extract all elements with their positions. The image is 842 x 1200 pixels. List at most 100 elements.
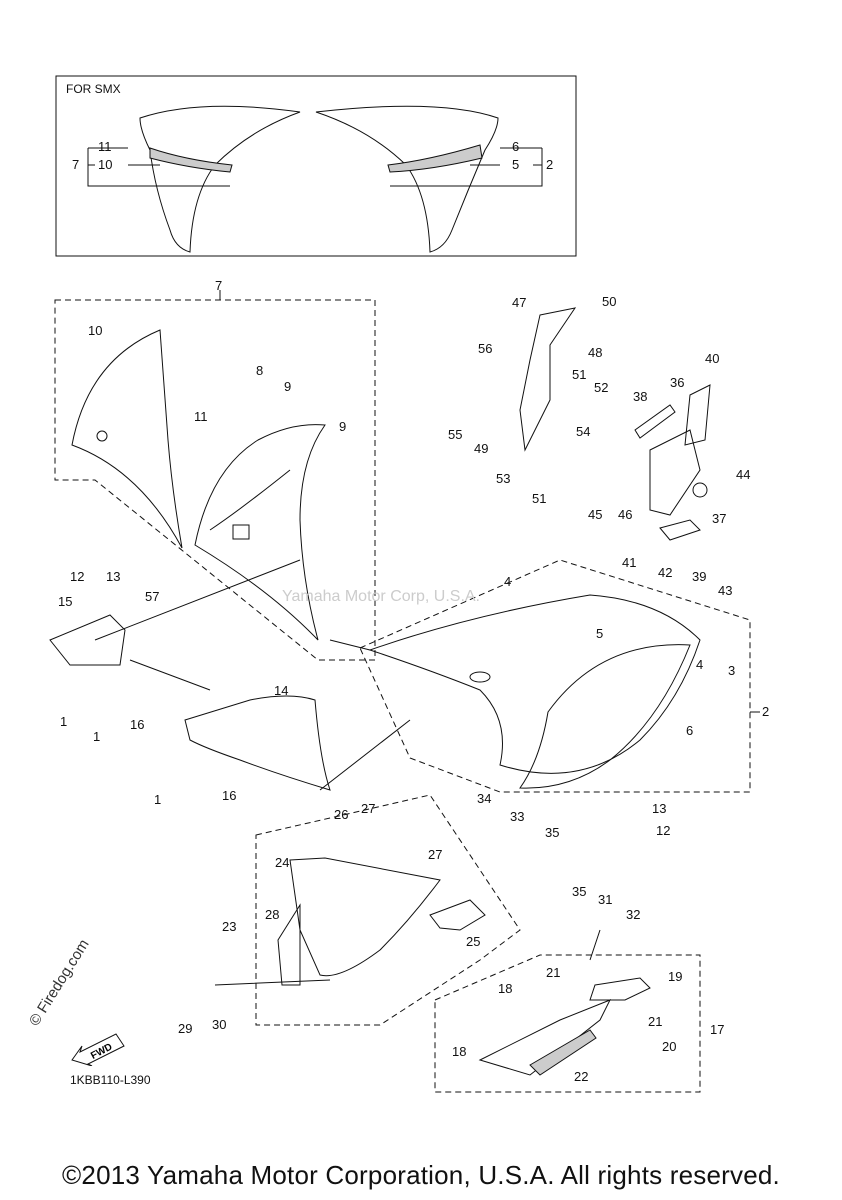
part-label: 13: [106, 569, 121, 584]
part-label: 2: [546, 157, 554, 172]
part-28-panel: [277, 903, 301, 986]
part-label: 14: [274, 683, 289, 698]
smx-left-fairing: [139, 105, 301, 253]
part-label: 26: [334, 807, 349, 822]
part-label: 12: [656, 823, 671, 838]
part-47-stay: [519, 307, 577, 452]
part-label: 18: [452, 1044, 467, 1059]
part-label: 21: [648, 1014, 663, 1029]
part-label: 31: [598, 892, 613, 907]
part-label: 36: [670, 375, 685, 390]
part-label: 33: [510, 809, 525, 824]
part-label: 1: [93, 729, 101, 744]
part-22-strip: [529, 1029, 597, 1076]
part-label: 1: [60, 714, 68, 729]
part-label: 23: [222, 919, 237, 934]
part-label: 27: [428, 847, 443, 862]
part-22-lower-fin: [478, 999, 612, 1076]
part-label: 3: [728, 663, 736, 678]
part-label: 2: [762, 704, 770, 719]
part-label: 10: [98, 157, 113, 172]
part-label: 43: [718, 583, 733, 598]
fwd-arrow-icon: FWD: [71, 1033, 125, 1066]
part-19-scoop: [589, 977, 651, 1001]
part-label: 51: [532, 491, 547, 506]
part-label: 8: [256, 363, 264, 378]
part-label: 5: [596, 626, 604, 641]
group-7-box: [54, 299, 376, 661]
part-label: 13: [652, 801, 667, 816]
part-label: 32: [626, 907, 641, 922]
part-label: 1: [154, 792, 162, 807]
part-15-bracket: [49, 614, 126, 666]
part-5-main-cowl: [368, 594, 701, 774]
part-label: 10: [88, 323, 103, 338]
part-label: 9: [339, 419, 347, 434]
part-label: 44: [736, 467, 751, 482]
part-label: 42: [658, 565, 673, 580]
part-label: 37: [712, 511, 727, 526]
part-label: 29: [178, 1021, 193, 1036]
part-label: 39: [692, 569, 707, 584]
part-label: 20: [662, 1039, 677, 1054]
part-label: 51: [572, 367, 587, 382]
part-label: 11: [98, 139, 112, 154]
part-label: 12: [70, 569, 85, 584]
group-17-box: [434, 954, 701, 1093]
smx-right-fairing: [315, 105, 499, 253]
part-label: 52: [594, 380, 609, 395]
part-label: 47: [512, 295, 527, 310]
part-label: 45: [588, 507, 603, 522]
part-label: 35: [572, 884, 587, 899]
part-label: 48: [588, 345, 603, 360]
smx-inset-box: [55, 75, 577, 257]
part-label: 30: [212, 1017, 227, 1032]
part-38-strip: [634, 404, 676, 439]
part-label: 4: [504, 574, 512, 589]
part-label: 18: [498, 981, 513, 996]
part-label: 6: [686, 723, 694, 738]
part-label: 4: [696, 657, 704, 672]
part-label: 54: [576, 424, 591, 439]
part-14-bracket: [184, 695, 331, 791]
part-label: 50: [602, 294, 617, 309]
for-smx-label: FOR SMX: [66, 82, 121, 96]
part-label: 24: [275, 855, 290, 870]
part-label: 41: [622, 555, 637, 570]
part-label: 53: [496, 471, 511, 486]
part-label: 55: [448, 427, 463, 442]
part-label: 35: [545, 825, 560, 840]
copyright-footer: ©2013 Yamaha Motor Corporation, U.S.A. A…: [62, 1160, 780, 1190]
part-label: 56: [478, 341, 493, 356]
group-2-box: [359, 559, 751, 793]
part-6-side-cowl: [519, 644, 691, 789]
svg-text:FWD: FWD: [89, 1042, 114, 1062]
part-label: 22: [574, 1069, 589, 1084]
drawing-code: 1KBB110-L390: [70, 1073, 151, 1087]
part-label: 17: [710, 1022, 725, 1037]
part-23-under-cowl: [289, 857, 441, 977]
part-label: 16: [130, 717, 145, 732]
part-inner-frame: [194, 424, 326, 641]
part-label: 34: [477, 791, 492, 806]
part-label: 5: [512, 157, 520, 172]
part-label: 38: [633, 389, 648, 404]
part-label: 57: [145, 589, 160, 604]
part-label: 19: [668, 969, 683, 984]
part-25-bracket: [429, 899, 486, 931]
part-label: 16: [222, 788, 237, 803]
part-label: 21: [546, 965, 561, 980]
part-label: 7: [215, 278, 223, 293]
part-label: 46: [618, 507, 633, 522]
part-label: 40: [705, 351, 720, 366]
group-23-box: [255, 794, 521, 1026]
part-label: 25: [466, 934, 481, 949]
part-42-plate: [659, 519, 701, 541]
part-label: 28: [265, 907, 280, 922]
part-label: 6: [512, 139, 520, 154]
part-10-side-panel: [71, 329, 183, 549]
part-36-bracket: [684, 384, 711, 446]
part-label: 15: [58, 594, 73, 609]
part-label: 7: [72, 157, 80, 172]
